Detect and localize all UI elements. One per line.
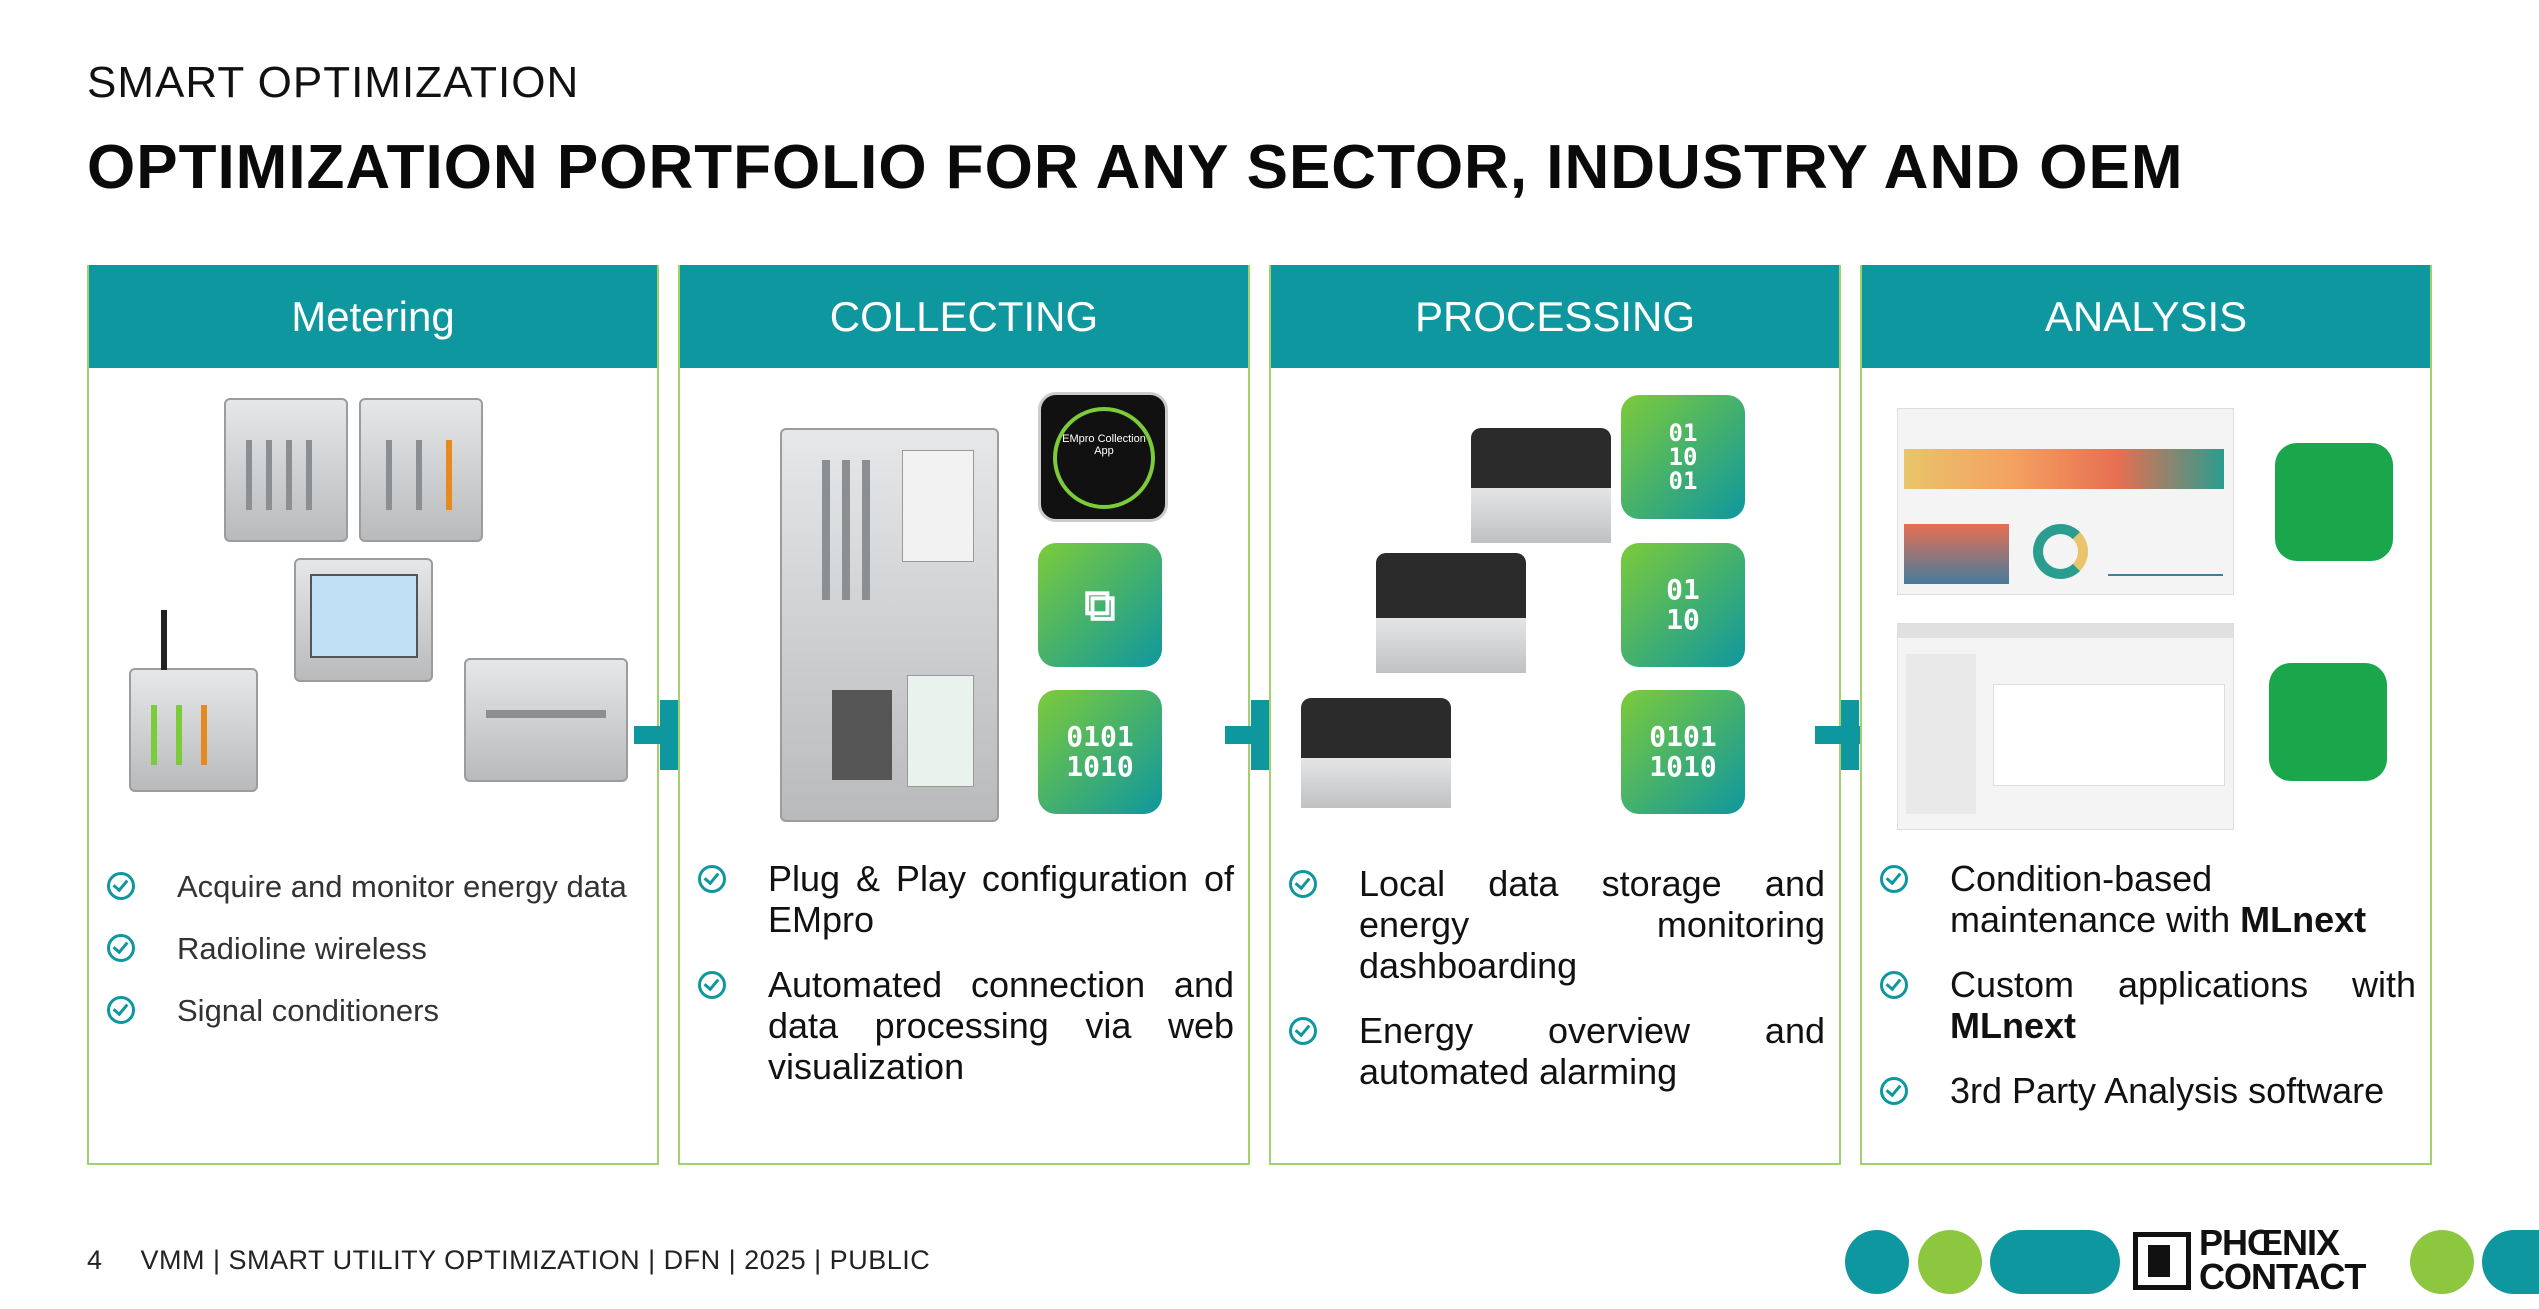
dashboard-screenshot-image [1897,408,2234,595]
brand-dot [1918,1230,1982,1294]
analysis-bullet-list: Condition-based maintenance with MLnext … [1880,858,2416,1135]
database-icon: 01 10 01 [1621,395,1745,519]
check-circle-icon [1880,971,1908,999]
column-heading-processing: PROCESSING [1271,265,1839,368]
edge-pc-image [1471,428,1611,543]
mlnext-custom-app-icon [2269,663,2387,781]
edge-pc-image [1376,553,1526,673]
expand-data-icon: 01 10 [1621,543,1745,667]
column-processing: PROCESSING 01 10 01 01 10 0101 1010 Loca… [1269,265,1841,1165]
section-subtitle: SMART OPTIMIZATION [87,58,580,107]
check-circle-icon [107,872,135,900]
check-circle-icon [107,934,135,962]
check-circle-icon [1289,1017,1317,1045]
check-circle-icon [1880,1077,1908,1105]
list-item: Automated connection and data processing… [698,964,1234,1087]
mlnext-screenshot-image [1897,623,2234,830]
check-circle-icon [1880,865,1908,893]
column-analysis: ANALYSIS Condition-based maintenance wit… [1860,265,2432,1165]
column-heading-collecting: COLLECTING [680,265,1248,368]
radioline-module-image [129,610,258,792]
column-heading-analysis: ANALYSIS [1862,265,2430,368]
metering-bullet-list: Acquire and monitor energy data Radiolin… [107,868,643,1054]
brand-pill [1990,1230,2120,1294]
empro-collection-app-icon: EMpro Collection App [1038,392,1168,522]
page-number: 4 [87,1245,103,1275]
power-meter-image [464,658,628,782]
check-circle-icon [698,865,726,893]
footer-text: VMM | SMART UTILITY OPTIMIZATION | DFN |… [140,1245,931,1275]
list-item: 3rd Party Analysis software [1880,1070,2416,1111]
list-item: Custom applications with MLnext [1880,964,2416,1046]
check-circle-icon [107,996,135,1024]
processing-bullet-list: Local data storage and energy monitoring… [1289,863,1825,1116]
footer: 4 VMM | SMART UTILITY OPTIMIZATION | DFN … [87,1245,968,1276]
logo-mark-icon [2133,1232,2191,1290]
list-item: Signal conditioners [107,992,643,1030]
check-circle-icon [698,971,726,999]
list-item: Acquire and monitor energy data [107,868,643,906]
column-collecting: COLLECTING EMpro Collection App ⧉ 0101 1… [678,265,1250,1165]
list-item: Local data storage and energy monitoring… [1289,863,1825,986]
brand-dot [1845,1230,1909,1294]
din-module-image [359,398,483,542]
controller-device-image [780,428,999,822]
collecting-bullet-list: Plug & Play configuration of EMpro Autom… [698,858,1234,1111]
list-item: Condition-based maintenance with MLnext [1880,858,2416,940]
energy-meter-icon: ⧉ [1038,543,1162,667]
page-title: OPTIMIZATION PORTFOLIO FOR ANY SECTOR, I… [87,133,2184,202]
brand-dot [2482,1230,2539,1294]
energy-meter-display-image [294,558,433,682]
phoenix-contact-logo: PHŒNIX CONTACT [2133,1222,2403,1297]
din-module-image [224,398,348,542]
mlnext-app-icon [2275,443,2393,561]
column-heading-metering: Metering [89,265,657,368]
binary-monitor-icon: 0101 1010 [1038,690,1162,814]
brand-dot [2410,1230,2474,1294]
logo-line-2: CONTACT [2199,1256,2366,1297]
check-circle-icon [1289,870,1317,898]
list-item: Energy overview and automated alarming [1289,1010,1825,1092]
logo-line-1: PHŒNIX [2199,1222,2340,1263]
edge-pc-image [1301,698,1451,808]
binary-monitor-icon: 0101 1010 [1621,690,1745,814]
list-item: Radioline wireless [107,930,643,968]
list-item: Plug & Play configuration of EMpro [698,858,1234,940]
column-metering: Metering [87,265,659,1165]
